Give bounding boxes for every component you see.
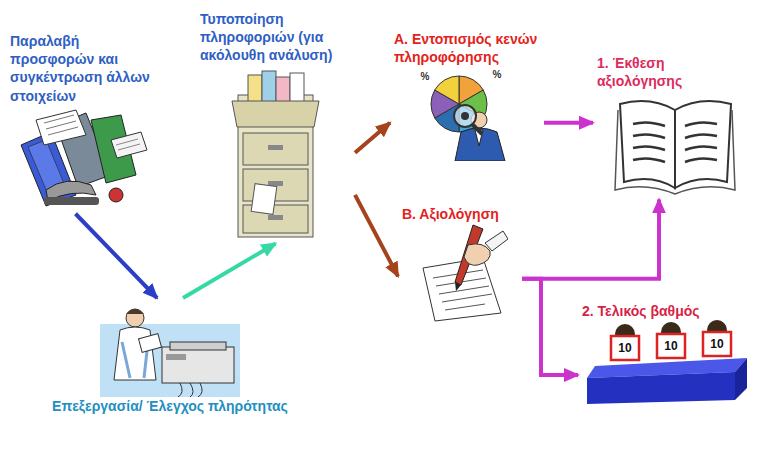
flow-arrow (522, 199, 659, 278)
illustrated-step: Παραλαβή προσφορών και συγκέντρωση άλλων… (8, 30, 158, 212)
illustrated-step: 2. Τελικός βαθμός (580, 300, 755, 407)
book-illustration (613, 90, 738, 195)
step-label: 1. Έκθεση αξιολόγησης (597, 54, 753, 90)
analysis-illustration (417, 66, 517, 161)
illustrated-step: Τυποποίηση πληροφοριών (για ακόλουθη ανά… (198, 8, 353, 242)
chart-symbol: % (493, 69, 502, 80)
flow-arrow (522, 279, 578, 375)
step-icon (42, 302, 298, 397)
step-icon (582, 320, 753, 405)
flow-arrow (355, 195, 398, 276)
step-label: Τυποποίηση πληροφοριών (για ακόλουθη ανά… (200, 10, 351, 65)
step-icon (10, 105, 156, 210)
step-label: Α. Εντοπισμός κενών πληροφόρησης (394, 30, 540, 66)
illustrated-step: 1. Έκθεση αξιολόγησης (595, 52, 755, 197)
step-label: Παραλαβή προσφορών και συγκέντρωση άλλων… (10, 32, 156, 105)
step-icon (597, 90, 753, 195)
step-label: Επεξεργασία/ Έλεγχος πληρότητας (42, 397, 298, 415)
step-icon (394, 66, 540, 161)
flow-arrow (76, 214, 158, 298)
flow-arrow (544, 121, 593, 125)
illustrated-step: Επεξεργασία/ Έλεγχος πληρότητας (40, 300, 300, 417)
step-icon (402, 223, 518, 323)
judges-illustration (585, 320, 750, 405)
step-icon (200, 65, 351, 240)
flow-arrow (355, 123, 390, 153)
illustrated-step: Α. Εντοπισμός κενών πληροφόρησης (392, 28, 542, 163)
cabinet-illustration (228, 65, 323, 240)
step-label: Β. Αξιολόγηση (402, 205, 518, 223)
step-label: 2. Τελικός βαθμός (582, 302, 753, 320)
chart-symbol: % (421, 71, 430, 82)
flow-arrow (183, 244, 276, 298)
illustrated-step: Β. Αξιολόγηση (400, 203, 520, 325)
binders-illustration (16, 105, 151, 210)
printer-illustration (100, 302, 240, 397)
writing-illustration (413, 223, 508, 323)
